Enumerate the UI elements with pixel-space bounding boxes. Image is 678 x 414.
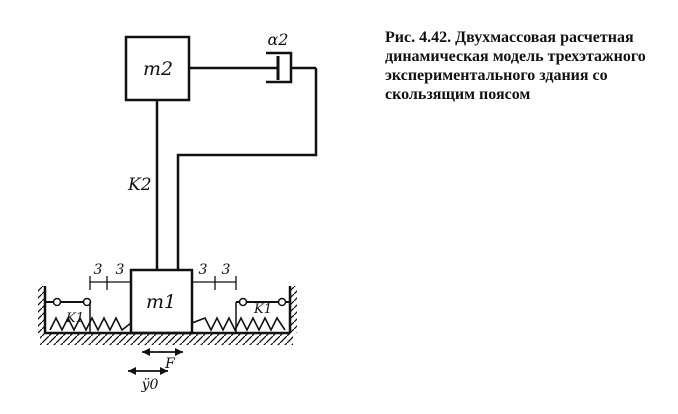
force-label: F: [164, 356, 176, 372]
foundation-base: [38, 286, 297, 345]
mass-m1-label: m1: [146, 291, 176, 313]
spring-right-label: K1: [253, 302, 272, 317]
mass-m2-label: m2: [143, 58, 173, 80]
caption-text: Двухмассовая расчетная динамическая моде…: [385, 29, 646, 103]
column-k2-label: K2: [127, 175, 152, 195]
spring-left-label: K1: [65, 311, 84, 326]
gap-right-outer-label: 3: [222, 262, 231, 278]
damper-label: α2: [268, 30, 289, 49]
gap-left-outer-label: 3: [94, 262, 103, 278]
spring-left-k1: [45, 297, 132, 332]
figure-caption: Рис. 4.42. Двухмассовая расчетная динами…: [385, 28, 675, 104]
damper-to-m1-line: [176, 68, 318, 270]
damper-alpha2: [266, 51, 316, 84]
gap-right-inner-label: 3: [199, 262, 208, 278]
gap-markers-right: [192, 276, 237, 290]
spring-right-k1: [191, 297, 290, 332]
ground-accel-label: ÿ0: [141, 377, 159, 393]
gap-left-inner-label: 3: [116, 262, 125, 278]
gap-markers-left: [89, 276, 131, 290]
force-arrow: [142, 348, 183, 356]
ground-accel-arrow: [128, 367, 168, 375]
caption-number: Рис. 4.42.: [385, 29, 452, 46]
mass-m1-box: [129, 268, 194, 335]
